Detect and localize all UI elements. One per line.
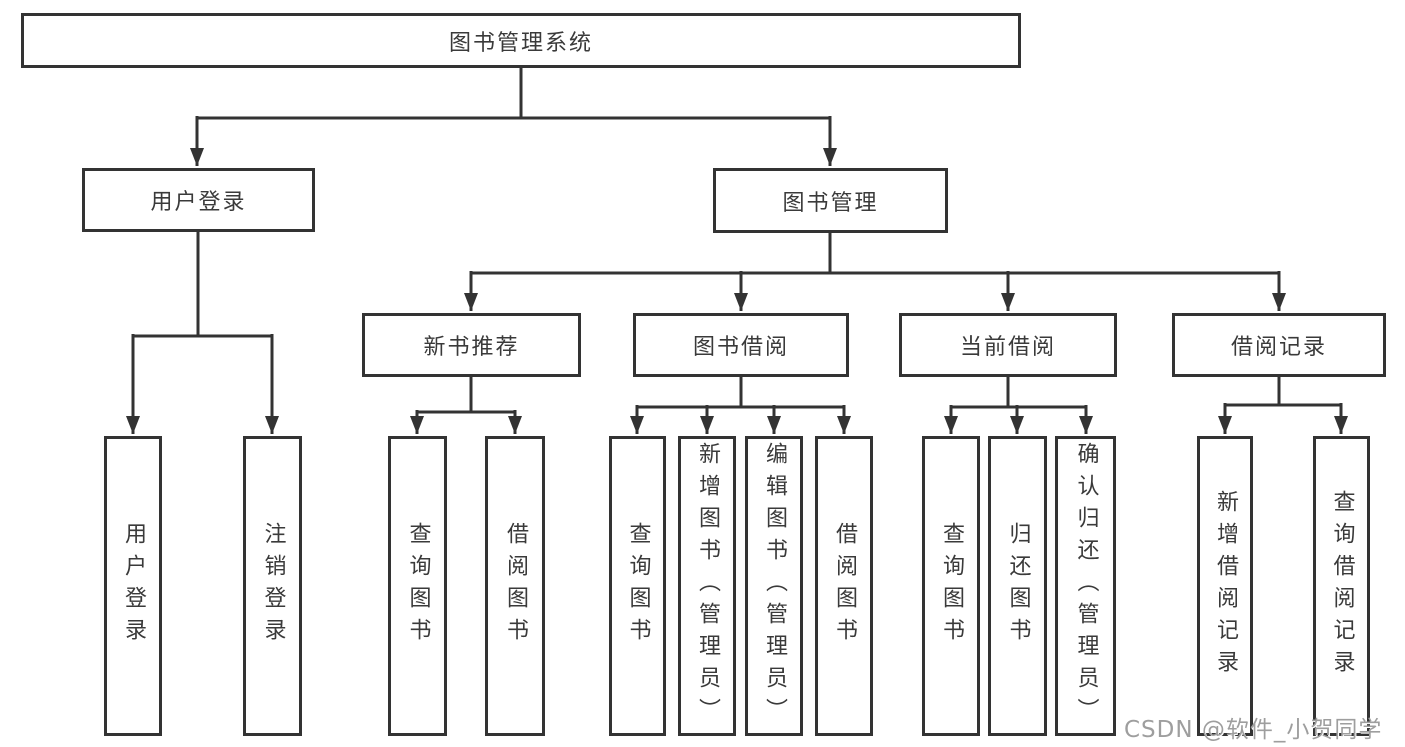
leaf-logout: 注销登录 [243,436,302,736]
leaf-borrow-books-recommend-label: 借阅图书 [503,522,528,650]
leaf-user-login: 用户登录 [104,436,162,736]
node-new-book-recommend: 新书推荐 [362,313,581,377]
leaf-borrow-books-label: 借阅图书 [832,522,857,650]
leaf-query-books-recommend-label: 查询图书 [405,522,431,650]
node-new-book-recommend-label: 新书推荐 [423,335,520,360]
leaf-query-books-borrow: 查询图书 [609,436,666,736]
leaf-edit-books-admin-label: 编辑图书（管理员） [762,442,787,730]
node-library-system-label: 图书管理系统 [448,30,593,56]
leaf-borrow-books-recommend: 借阅图书 [485,436,545,736]
leaf-query-books-recommend: 查询图书 [388,436,447,736]
node-library-system: 图书管理系统 [21,13,1021,68]
node-current-borrow: 当前借阅 [899,313,1117,377]
node-user-login-label: 用户登录 [150,190,247,215]
node-borrow-records: 借阅记录 [1172,313,1386,377]
node-book-borrow: 图书借阅 [633,313,849,377]
csdn-watermark: CSDN @软件_小贺同学 [1124,717,1383,743]
leaf-query-borrow-record-label: 查询借阅记录 [1329,490,1355,682]
leaf-query-borrow-record: 查询借阅记录 [1313,436,1370,736]
leaf-add-borrow-record: 新增借阅记录 [1197,436,1253,736]
node-book-management-label: 图书管理 [782,190,879,216]
node-borrow-records-label: 借阅记录 [1230,335,1327,360]
node-current-borrow-label: 当前借阅 [959,335,1056,360]
node-book-management: 图书管理 [713,168,948,233]
leaf-query-books-borrow-label: 查询图书 [625,522,651,650]
leaf-user-login-label: 用户登录 [121,522,146,650]
node-user-login: 用户登录 [82,168,315,232]
leaf-return-books: 归还图书 [988,436,1047,736]
leaf-add-books-admin: 新增图书（管理员） [678,436,736,736]
leaf-edit-books-admin: 编辑图书（管理员） [745,436,803,736]
leaf-confirm-return-admin: 确认归还（管理员） [1055,436,1116,736]
leaf-confirm-return-admin-label: 确认归还（管理员） [1073,442,1099,730]
leaf-query-books-current: 查询图书 [922,436,980,736]
leaf-return-books-label: 归还图书 [1005,522,1031,650]
leaf-add-books-admin-label: 新增图书（管理员） [695,442,720,730]
leaf-add-borrow-record-label: 新增借阅记录 [1213,490,1238,682]
leaf-query-books-current-label: 查询图书 [939,522,964,650]
node-book-borrow-label: 图书借阅 [692,335,789,360]
leaf-borrow-books: 借阅图书 [815,436,873,736]
leaf-logout-label: 注销登录 [260,522,286,650]
